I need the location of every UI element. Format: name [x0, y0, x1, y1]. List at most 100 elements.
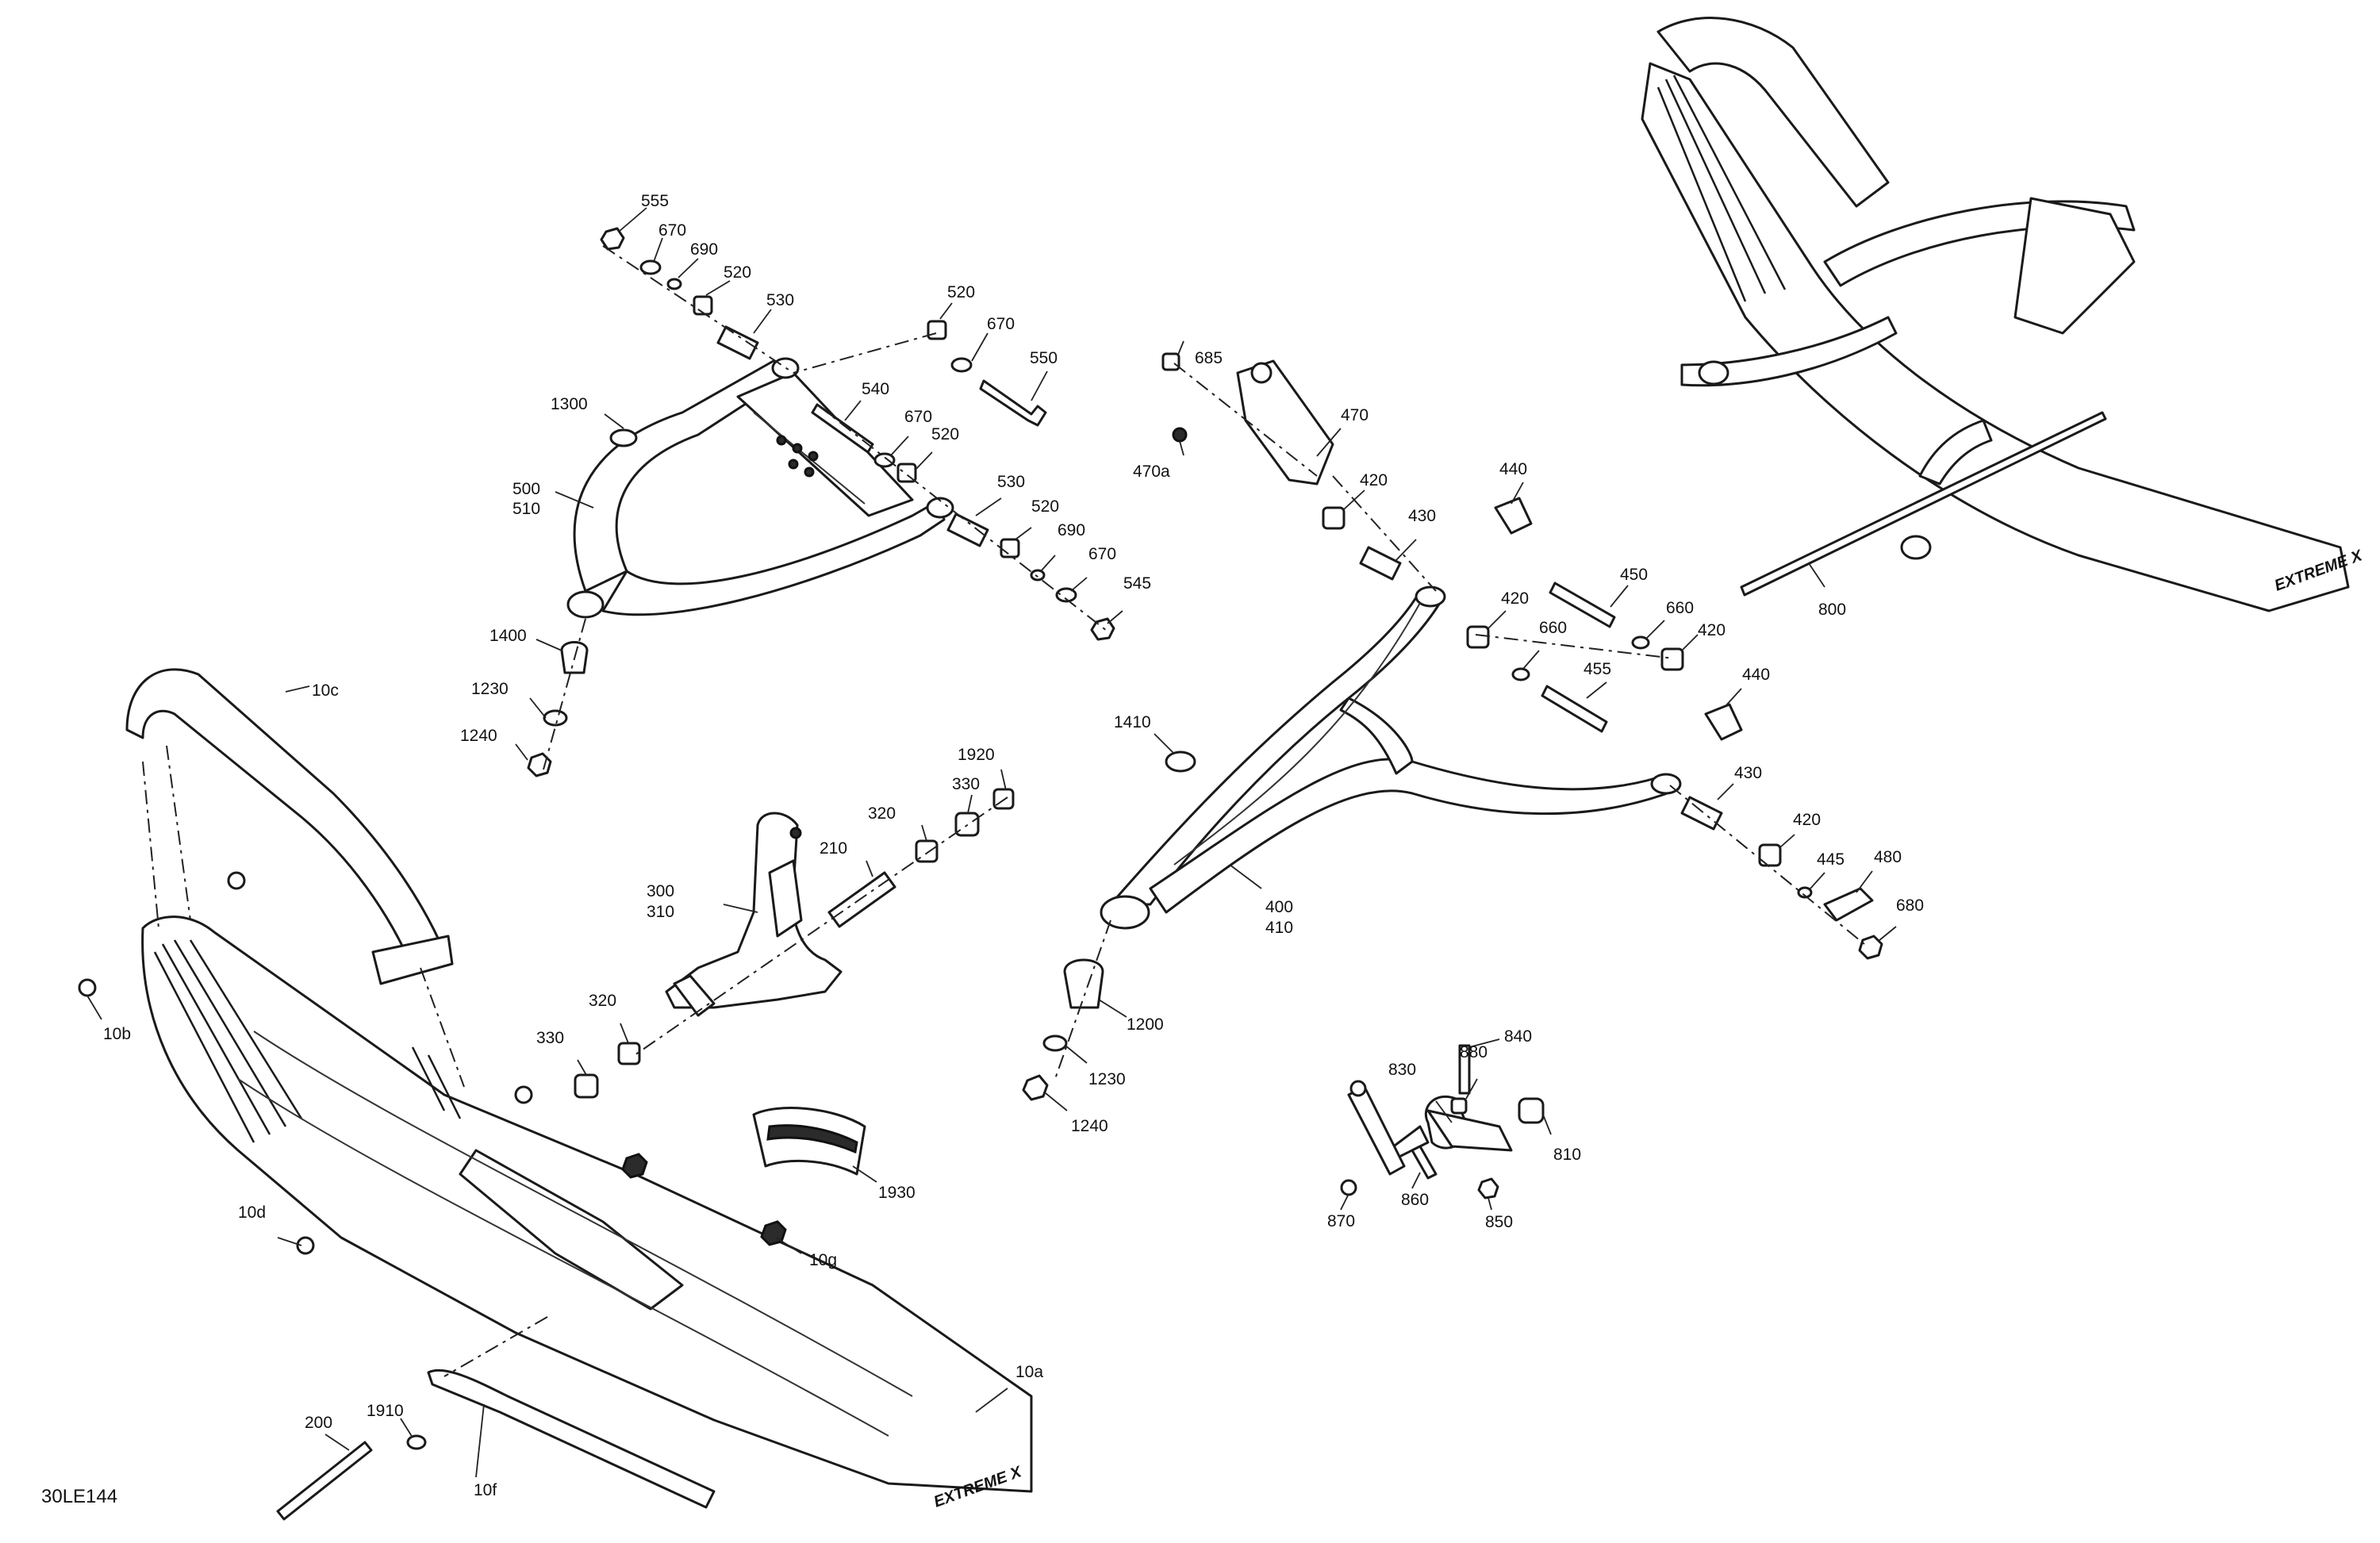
tie-rod-800	[1740, 411, 2107, 597]
bolt-10d	[296, 1236, 315, 1255]
bolt-550	[979, 379, 1047, 427]
callout-420: 420	[1698, 621, 1726, 639]
sleeve-530-b	[946, 512, 989, 547]
bushing-520-a	[693, 295, 713, 316]
callout-660: 660	[1666, 599, 1694, 617]
callout-1410: 1410	[1114, 713, 1151, 731]
callout-880: 880	[1460, 1043, 1488, 1061]
washer-1910	[406, 1434, 427, 1450]
callout-410: 410	[1265, 919, 1293, 937]
callout-480: 480	[1874, 848, 1902, 866]
lower-arm-hardware	[1022, 352, 1883, 1101]
callout-690: 690	[1058, 521, 1085, 539]
callout-870: 870	[1327, 1212, 1355, 1230]
ski-body-10a	[141, 915, 1033, 1493]
nut-555	[600, 227, 625, 251]
assembled-ski-view: EXTREME X	[1641, 17, 2366, 612]
washer-670-a	[639, 259, 662, 275]
callout-430: 430	[1408, 507, 1436, 525]
callout-670: 670	[987, 315, 1015, 333]
leader-lines	[86, 207, 1897, 1478]
callout-10d: 10d	[238, 1203, 266, 1222]
bushing-420-c	[1660, 647, 1684, 671]
callout-430: 430	[1734, 764, 1762, 782]
callout-550: 550	[1030, 349, 1058, 367]
bolt-450	[1549, 582, 1616, 628]
spindle-hardware	[574, 788, 1015, 1176]
bushing-520-d	[1000, 538, 1020, 558]
callout-200: 200	[305, 1414, 332, 1432]
washer-670-d	[1055, 587, 1077, 603]
ring-1410	[1165, 750, 1196, 773]
upper-arm-hardware	[527, 227, 1115, 777]
callout-840: 840	[1504, 1027, 1532, 1046]
bushing-420-b	[1466, 625, 1490, 649]
callout-670: 670	[904, 408, 932, 426]
callout-850: 850	[1485, 1213, 1513, 1231]
callout-685: 685	[1195, 349, 1223, 367]
callout-10b: 10b	[103, 1025, 131, 1043]
callout-320: 320	[589, 992, 616, 1010]
callout-1400: 1400	[489, 627, 527, 645]
callout-440: 440	[1742, 666, 1770, 684]
callout-810: 810	[1553, 1146, 1581, 1164]
callout-310: 310	[647, 903, 674, 921]
callout-520: 520	[724, 263, 751, 282]
callout-420: 420	[1793, 811, 1821, 829]
bolt-540	[811, 403, 874, 454]
upper-a-arm	[566, 357, 954, 619]
washer-660-a	[1511, 667, 1530, 681]
bushing-330-a	[954, 812, 980, 837]
callout-1230: 1230	[1088, 1070, 1126, 1088]
bracket-plate	[1426, 1109, 1513, 1152]
callout-1910: 1910	[367, 1402, 404, 1420]
callout-470a: 470a	[1133, 463, 1170, 481]
callout-540: 540	[862, 380, 889, 398]
callout-445: 445	[1817, 850, 1844, 869]
nut-1240-b	[1022, 1074, 1049, 1101]
washer-670-b	[950, 357, 973, 373]
washer-670-c	[873, 452, 896, 468]
callout-860: 860	[1401, 1191, 1429, 1209]
callout-830: 830	[1388, 1061, 1416, 1079]
sleeve-210	[827, 871, 896, 928]
callout-400: 400	[1265, 898, 1293, 916]
nut-470a	[1172, 427, 1188, 443]
callout-210: 210	[820, 839, 847, 858]
callout-520: 520	[947, 283, 975, 301]
linkage-parts	[1340, 1044, 1545, 1199]
lower-a-arm	[1100, 585, 1682, 930]
figure-code: 30LE144	[41, 1486, 117, 1507]
callout-1240: 1240	[1071, 1117, 1108, 1135]
cap-880	[1450, 1097, 1468, 1115]
nut-850	[1477, 1177, 1499, 1199]
callout-1240: 1240	[460, 727, 497, 745]
bushing-420-d	[1758, 843, 1782, 867]
callout-690: 690	[690, 240, 718, 259]
callout-420: 420	[1360, 471, 1388, 489]
callout-800: 800	[1818, 601, 1846, 619]
bracket-470	[1236, 359, 1334, 486]
callout-10g: 10g	[809, 1251, 837, 1269]
callout-330: 330	[536, 1029, 564, 1047]
bushing-520-b	[927, 320, 947, 340]
plate-480	[1823, 887, 1874, 922]
spindle	[665, 812, 843, 1017]
callout-470: 470	[1341, 406, 1368, 424]
washer-1230-a	[543, 709, 568, 727]
callout-10f: 10f	[474, 1481, 497, 1499]
bolt-455	[1541, 685, 1608, 733]
callout-555: 555	[641, 192, 669, 210]
callout-520: 520	[931, 425, 959, 443]
callout-520: 520	[1031, 497, 1059, 516]
callout-670: 670	[658, 221, 686, 240]
bushing-320-b	[617, 1042, 641, 1065]
bolt-10h	[514, 1085, 533, 1104]
callout-10a: 10a	[1015, 1363, 1043, 1381]
washer-1230-b	[1042, 1034, 1068, 1052]
cap-685	[1161, 352, 1180, 371]
clip-440-b	[1704, 703, 1743, 741]
bolt-200	[276, 1441, 373, 1521]
callout-1200: 1200	[1127, 1015, 1164, 1034]
